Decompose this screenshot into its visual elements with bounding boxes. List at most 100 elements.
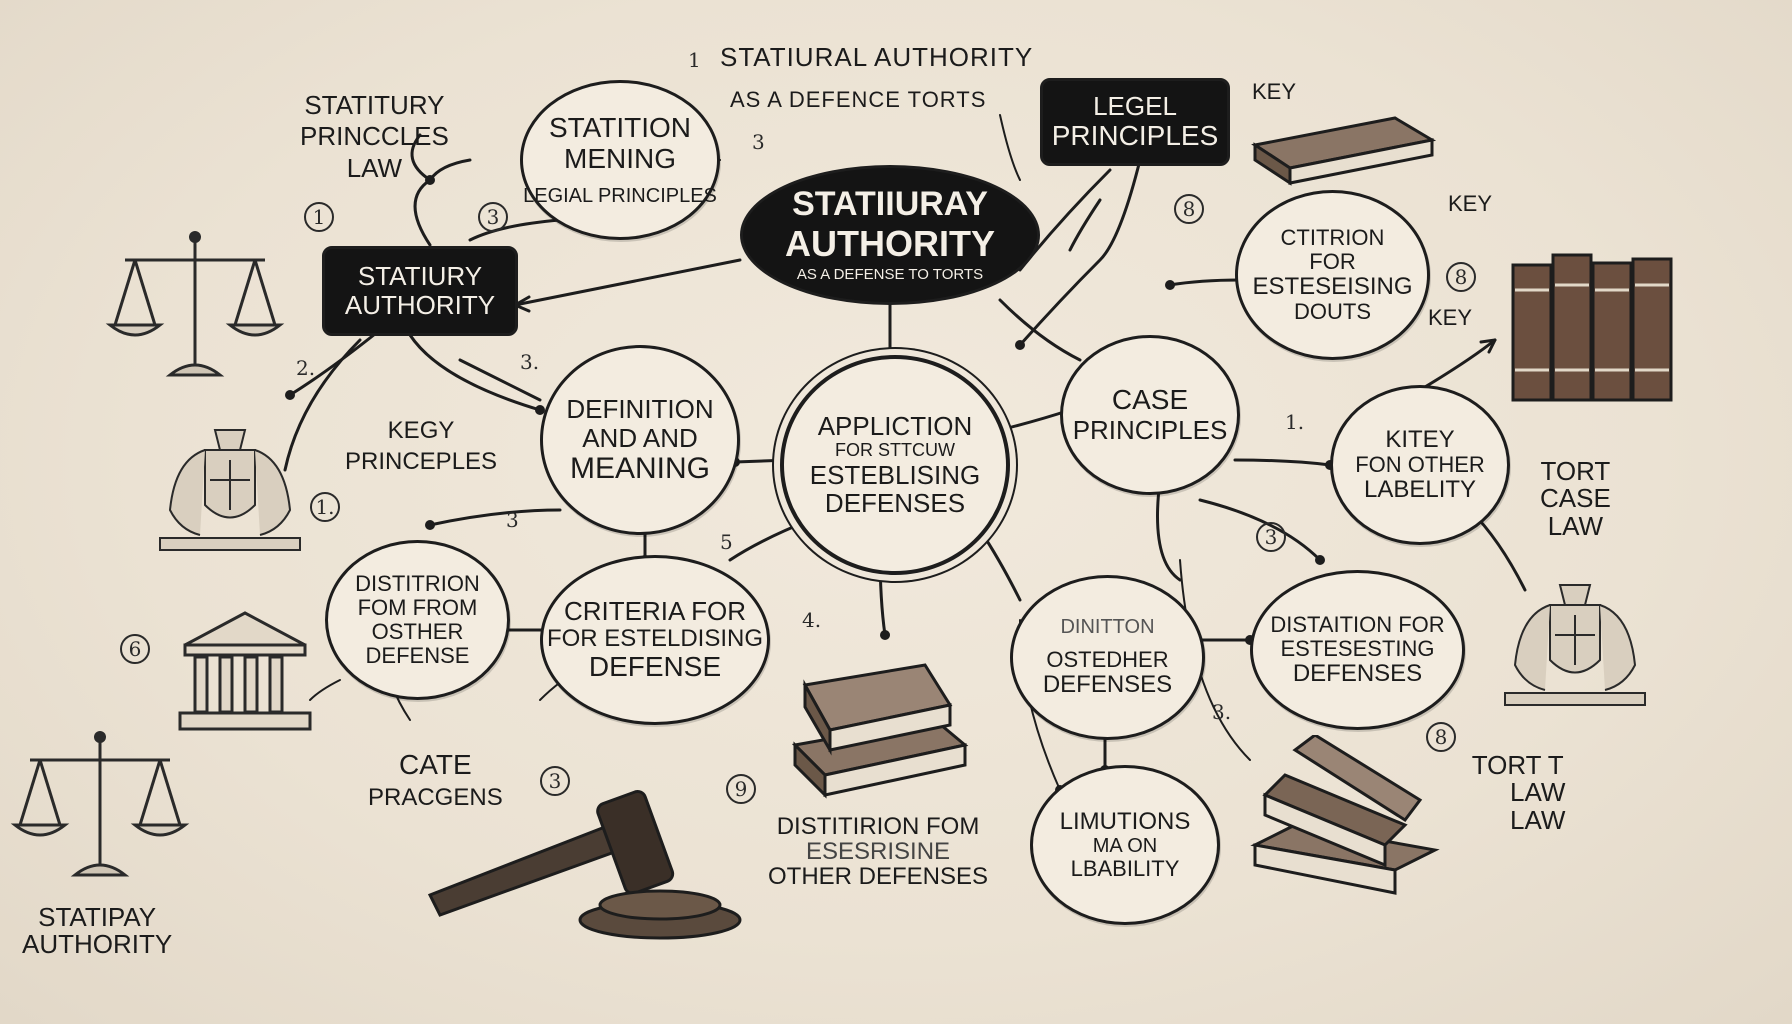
limitations-line2: MA ON [1092, 835, 1158, 858]
number-marker: 3 [752, 130, 765, 154]
legal-principles-line2: PRINCIPLES [1051, 119, 1219, 151]
statutory-authority-box[interactable]: STATIURY AUTHORITY [322, 246, 518, 336]
citation-line1: CTITRION [1280, 224, 1385, 250]
key-principles-line2: PRINCEPLES [345, 448, 498, 476]
central-topic-node[interactable]: STATIIURAY AUTHORITY AS A DEFENSE TO TOR… [740, 165, 1040, 305]
citation-line4: DOUTS [1294, 299, 1371, 325]
statutory-principles-line2: PRINCCLES [300, 121, 449, 152]
criteria-line2: FOR ESTELDISING [546, 624, 764, 652]
statition-meaning-node[interactable]: STATITION MENING LEGIAL PRINCIPLES [520, 80, 720, 240]
distinction-other-line2: FOM FROM [357, 594, 478, 620]
key-liability-line2: FON OTHER [1355, 451, 1485, 477]
tort-case-law-line1: TORT [1540, 456, 1611, 486]
distinction-defenses-line3: DEFENSES [1292, 659, 1423, 687]
legal-principles-line1: LEGEL [1093, 91, 1177, 122]
criteria-line3: DEFENSE [588, 651, 722, 683]
definition-line1: DEFINITION [566, 393, 714, 424]
cate-pracgens-line2: PRACGENS [368, 784, 503, 812]
distinction-defenses-node[interactable]: DISTAITION FOR ESTESESTING DEFENSES [1250, 570, 1465, 730]
citation-doubts-node[interactable]: CTITRION FOR ESTESEISING DOUTS [1235, 190, 1430, 360]
tort-case-law-label: TORT CASE LAW [1540, 456, 1611, 541]
number-marker: 8 [1426, 722, 1456, 752]
application-hub-node[interactable]: APPLICTION FOR STTCUW ESTEBLISING DEFENS… [780, 355, 1010, 575]
distinction-other-line4: DEFENSE [365, 643, 470, 669]
limitations-node[interactable]: LIMUTIONS MA ON LBABILITY [1030, 765, 1220, 925]
central-title-line1: STATIIURAY [792, 185, 988, 224]
case-line2: PRINCIPLES [1072, 415, 1228, 446]
definition-other-node[interactable]: DINITTON OSTEDHER DEFENSES [1010, 575, 1205, 740]
distinction-defenses-line2: ESTESESTING [1280, 635, 1435, 661]
statutory-box-line1: STATIURY [357, 261, 483, 292]
tort-law-line3: LAW [1510, 804, 1566, 835]
limitations-line3: LBABILITY [1070, 856, 1180, 882]
key-liability-line1: KITEY [1385, 425, 1455, 453]
cate-pracgens-line1: CATE [399, 749, 472, 780]
hub-line4: DEFENSES [824, 488, 966, 519]
number-marker: 3 [540, 766, 570, 796]
number-marker: 3 [478, 202, 508, 232]
tort-case-law-line3: LAW [1547, 510, 1604, 541]
definition-other-line1: DINITTON [1060, 616, 1155, 639]
book-stack-icon [1511, 253, 1673, 402]
book-stack-icon [1250, 735, 1440, 895]
definition-other-line2: OSTEDHER [1046, 647, 1169, 673]
distinction-other-line1: DISTITRION [355, 570, 480, 596]
definition-meaning-node[interactable]: DEFINITION AND AND MEANING [540, 345, 740, 535]
tort-law-line2: LAW [1510, 777, 1566, 808]
statutory-principles-line3: LAW [346, 152, 403, 183]
key-label-right-1: KEY [1448, 191, 1493, 216]
tort-law-label: TORT T LAW LAW [1470, 750, 1566, 835]
number-marker: 1. [310, 492, 340, 522]
number-marker: 4. [802, 608, 822, 632]
hub-line2: FOR STTCUW [835, 439, 955, 460]
scales-icon [105, 231, 285, 377]
header-title: STATIURAL AUTHORITY [720, 42, 1034, 72]
crest-icon [159, 429, 301, 551]
central-subtitle: AS A DEFENSE TO TORTS [796, 266, 984, 284]
key-principles-line1: KEGY [387, 417, 455, 444]
number-marker: 9 [726, 774, 756, 804]
courthouse-icon [178, 611, 312, 731]
statutory-bottom-label: STATIPAY AUTHORITY [22, 902, 173, 960]
criteria-defense-node[interactable]: CRITERIA FOR FOR ESTELDISING DEFENSE [540, 555, 770, 725]
hub-line3: ESTEBLISING [809, 459, 981, 490]
distinction-bottom-line1: DISTITIRION FOM [776, 813, 980, 840]
hub-line1: APPLICTION [817, 411, 973, 442]
gavel-icon [427, 790, 742, 940]
distinction-bottom-line3: OTHER DEFENSES [768, 863, 989, 891]
book-stack-icon [1251, 116, 1437, 186]
key-principles-label: KEGY PRINCEPLES [345, 417, 498, 476]
key-label-right-2: KEY [1428, 305, 1473, 330]
statutory-bottom-line2: AUTHORITY [22, 929, 173, 960]
number-marker: 5 [720, 530, 733, 554]
number-marker: 8 [1174, 194, 1204, 224]
definition-line2: AND AND [582, 422, 698, 453]
key-liability-node[interactable]: KITEY FON OTHER LABELITY [1330, 385, 1510, 545]
number-marker: 1 [304, 202, 334, 232]
definition-line3: MEANING [569, 452, 710, 486]
statition-line2: MENING [564, 143, 676, 174]
number-marker: 6 [120, 634, 150, 664]
header-subtitle: AS A DEFENCE TORTS [730, 87, 987, 112]
distinction-bottom-label: DISTITIRION FOM ESESRISINE OTHER DEFENSE… [768, 814, 988, 890]
legal-principles-box[interactable]: LEGEL PRINCIPLES [1040, 78, 1230, 166]
crest-icon [1504, 584, 1646, 706]
statition-line1: STATITION [548, 112, 692, 144]
key-liability-line3: LABELITY [1363, 476, 1477, 504]
criteria-line1: CRITERIA FOR [563, 596, 746, 627]
distinction-other-node[interactable]: DISTITRION FOM FROM OSTHER DEFENSE [325, 540, 510, 700]
distinction-defenses-line1: DISTAITION FOR [1270, 611, 1445, 637]
statutory-box-line2: AUTHORITY [344, 290, 496, 320]
key-label-top: KEY [1252, 79, 1297, 104]
statutory-principles-label: STATITURY PRINCCLES LAW [300, 91, 449, 183]
number-marker: 3 [506, 508, 519, 532]
central-title-line2: AUTHORITY [785, 222, 995, 264]
book-stack-icon [791, 663, 969, 799]
limitations-line1: LIMUTIONS [1059, 807, 1191, 835]
tort-law-line1: TORT T [1471, 750, 1564, 780]
distinction-bottom-line2: ESESRISINE [805, 838, 951, 866]
case-line1: CASE [1111, 384, 1189, 416]
case-principles-node[interactable]: CASE PRINCIPLES [1060, 335, 1240, 495]
statutory-bottom-line1: STATIPAY [38, 902, 157, 932]
citation-line3: ESTESEISING [1252, 272, 1413, 300]
